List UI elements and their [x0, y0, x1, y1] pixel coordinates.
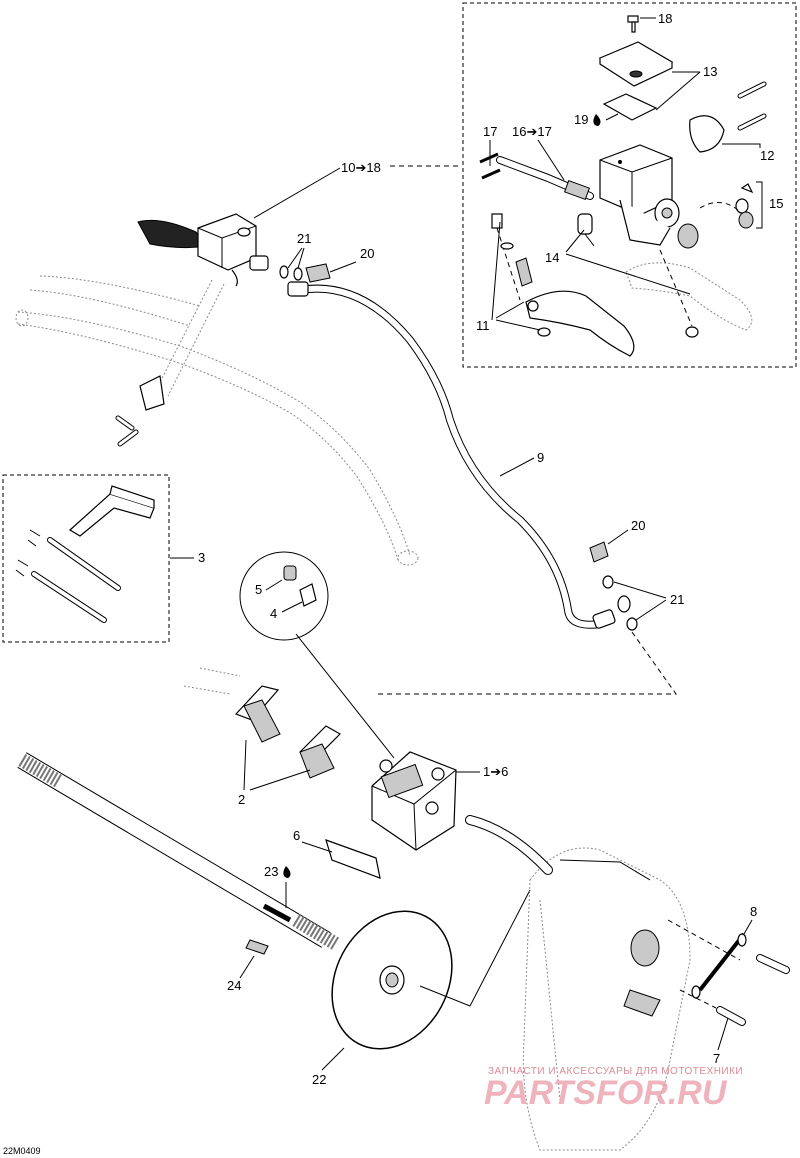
- callout-6: 6: [293, 828, 300, 843]
- bleeder-detail-circle: [239, 551, 395, 759]
- brake-pads: [183, 667, 341, 779]
- chaincase-housing: [465, 815, 790, 1151]
- master-cylinder-assembly: [115, 213, 269, 447]
- handlebar-outline: [15, 275, 419, 566]
- callout-20-upper: 20: [360, 246, 374, 261]
- watermark-brand: PARTSFOR.RU: [484, 1074, 728, 1112]
- callout-21-lower: 21: [670, 592, 684, 607]
- watermark-tagline: ЗАПЧАСТИ И АКСЕССУАРЫ ДЛЯ МОТОТЕХНИКИ: [488, 1066, 743, 1077]
- callout-19: 19: [574, 112, 588, 127]
- callout-12: 12: [760, 148, 774, 163]
- brake-disc: [331, 889, 531, 1050]
- parking-brake-detail-box: [2, 474, 170, 643]
- drawing-code: 22M0409: [3, 1146, 41, 1156]
- callout-20-lower: 20: [631, 518, 645, 533]
- callout-2: 2: [238, 792, 245, 807]
- callout-17: 17: [483, 124, 497, 139]
- watermark: ЗАПЧАСТИ И АКСЕССУАРЫ ДЛЯ МОТОТЕХНИКИ PA…: [484, 1066, 743, 1112]
- banjo-fittings-upper: [279, 263, 331, 283]
- oil-drop-icon: [593, 114, 601, 126]
- callout-5: 5: [255, 582, 262, 597]
- grease-drop-icon: [283, 866, 291, 878]
- callout-13: 13: [703, 64, 717, 79]
- callout-14: 14: [545, 250, 559, 265]
- callout-16-17: 16➔17: [512, 124, 552, 139]
- brake-caliper: [325, 751, 457, 879]
- callout-11: 11: [476, 318, 490, 333]
- callout-1-6: 1➔6: [483, 764, 508, 779]
- master-cylinder-detail-inset: [462, 2, 797, 368]
- callout-8: 8: [750, 904, 757, 919]
- callout-4: 4: [270, 606, 277, 621]
- callout-18: 18: [658, 11, 672, 26]
- callout-21-upper: 21: [297, 231, 311, 246]
- callout-3: 3: [198, 550, 205, 565]
- callout-labels: 1➔6 2 3 4 5 6 7 8 9 10➔18 11 12 13 14 15…: [170, 11, 783, 1087]
- callout-22: 22: [312, 1072, 326, 1087]
- callout-24: 24: [227, 978, 241, 993]
- callout-10-18: 10➔18: [341, 160, 381, 175]
- banjo-fittings-lower: [376, 541, 677, 695]
- callout-9: 9: [537, 450, 544, 465]
- callout-15: 15: [769, 196, 783, 211]
- brake-hose: [287, 281, 631, 629]
- callout-23: 23: [264, 864, 278, 879]
- callout-7: 7: [713, 1051, 720, 1066]
- drive-shaft: [17, 752, 340, 955]
